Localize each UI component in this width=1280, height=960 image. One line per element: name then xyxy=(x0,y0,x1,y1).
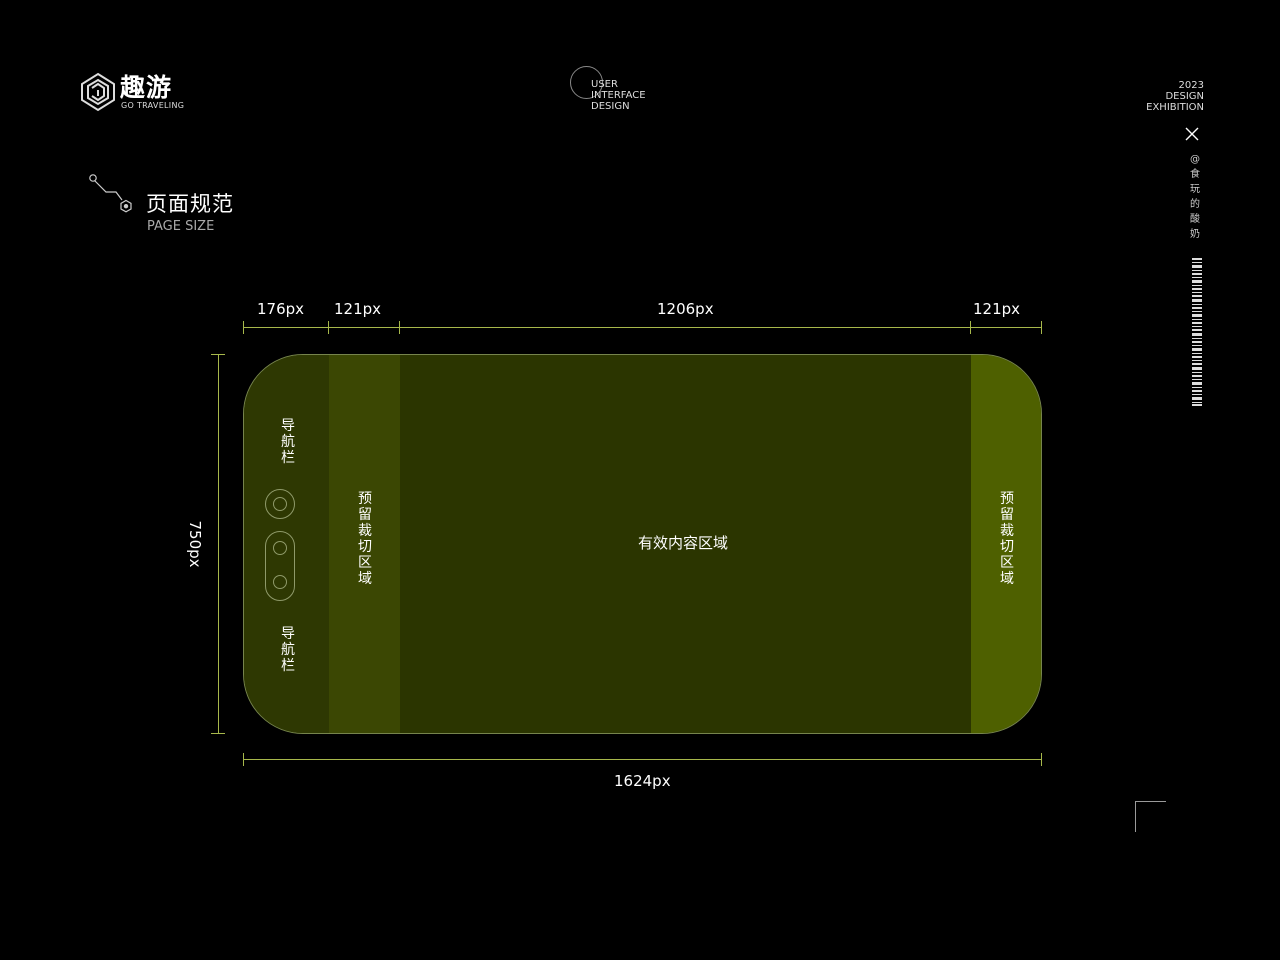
ui-design-label: USER INTERFACE DESIGN xyxy=(570,66,680,118)
crop-zone-left-label: 预留裁切区域 xyxy=(358,491,372,587)
front-camera-icon xyxy=(265,489,295,519)
crop-zone-right-label: 预留裁切区域 xyxy=(1000,491,1014,587)
brand-name-en: GO TRAVELING xyxy=(121,101,185,110)
ui-design-line: USER xyxy=(591,79,618,90)
content-zone xyxy=(400,355,971,733)
circle-decoration-icon xyxy=(570,66,603,99)
dim-label-height: 750px xyxy=(186,520,204,568)
dimension-tick xyxy=(243,321,244,334)
dim-label-nav-width: 176px xyxy=(257,300,305,318)
dim-label-crop-left-width: 121px xyxy=(334,300,382,318)
height-dimension-line xyxy=(218,354,219,734)
section-subtitle: PAGE SIZE xyxy=(147,219,215,234)
close-icon xyxy=(1185,127,1199,141)
dim-label-content-width: 1206px xyxy=(657,300,714,318)
ui-design-line: INTERFACE xyxy=(591,90,646,101)
sensor-lens-icon xyxy=(273,541,287,555)
dimension-tick xyxy=(211,354,225,355)
section-title: 页面规范 xyxy=(146,192,234,216)
corner-bracket xyxy=(1135,801,1166,832)
barcode-icon xyxy=(1192,258,1202,406)
exhibition-line: DESIGN xyxy=(1165,91,1204,102)
content-zone-label: 有效内容区域 xyxy=(638,534,729,552)
exhibition-line: 2023 xyxy=(1178,80,1204,91)
dimension-tick xyxy=(1041,753,1042,766)
crop-zone-right xyxy=(971,355,1041,733)
ui-design-line: DESIGN xyxy=(591,101,630,112)
dimension-tick xyxy=(328,321,329,334)
node-connector-icon xyxy=(89,174,132,213)
width-dimension-line xyxy=(243,759,1042,760)
dim-label-crop-right-width: 121px xyxy=(973,300,1021,318)
dimension-tick xyxy=(243,753,244,766)
sensor-housing-icon xyxy=(265,531,295,601)
top-dimension-line xyxy=(243,327,1042,328)
phone-landscape-diagram: 导航栏 导航栏 预留裁切区域 有效内容区域 预留裁切区域 xyxy=(243,354,1042,734)
dimension-tick xyxy=(211,733,225,734)
dim-label-total-width: 1624px xyxy=(614,772,671,790)
exhibition-label: 2023 DESIGN EXHIBITION xyxy=(1146,80,1204,113)
dimension-tick xyxy=(970,321,971,334)
front-camera-lens-icon xyxy=(273,497,287,511)
author-credit: @食玩的酸奶 xyxy=(1190,154,1200,240)
dimension-tick xyxy=(1041,321,1042,334)
nav-bar-label-bottom: 导航栏 xyxy=(281,626,295,674)
brand-name-cn: 趣游 xyxy=(120,73,173,102)
ui-design-text: USER INTERFACE DESIGN xyxy=(591,79,646,112)
crop-zone-left xyxy=(329,355,400,733)
sensor-lens-icon xyxy=(273,575,287,589)
maze-logo-icon xyxy=(81,72,115,112)
nav-bar-label-top: 导航栏 xyxy=(281,418,295,466)
brand-logo: 趣游 GO TRAVELING xyxy=(80,70,190,116)
dimension-tick xyxy=(399,321,400,334)
exhibition-line: EXHIBITION xyxy=(1146,102,1204,113)
